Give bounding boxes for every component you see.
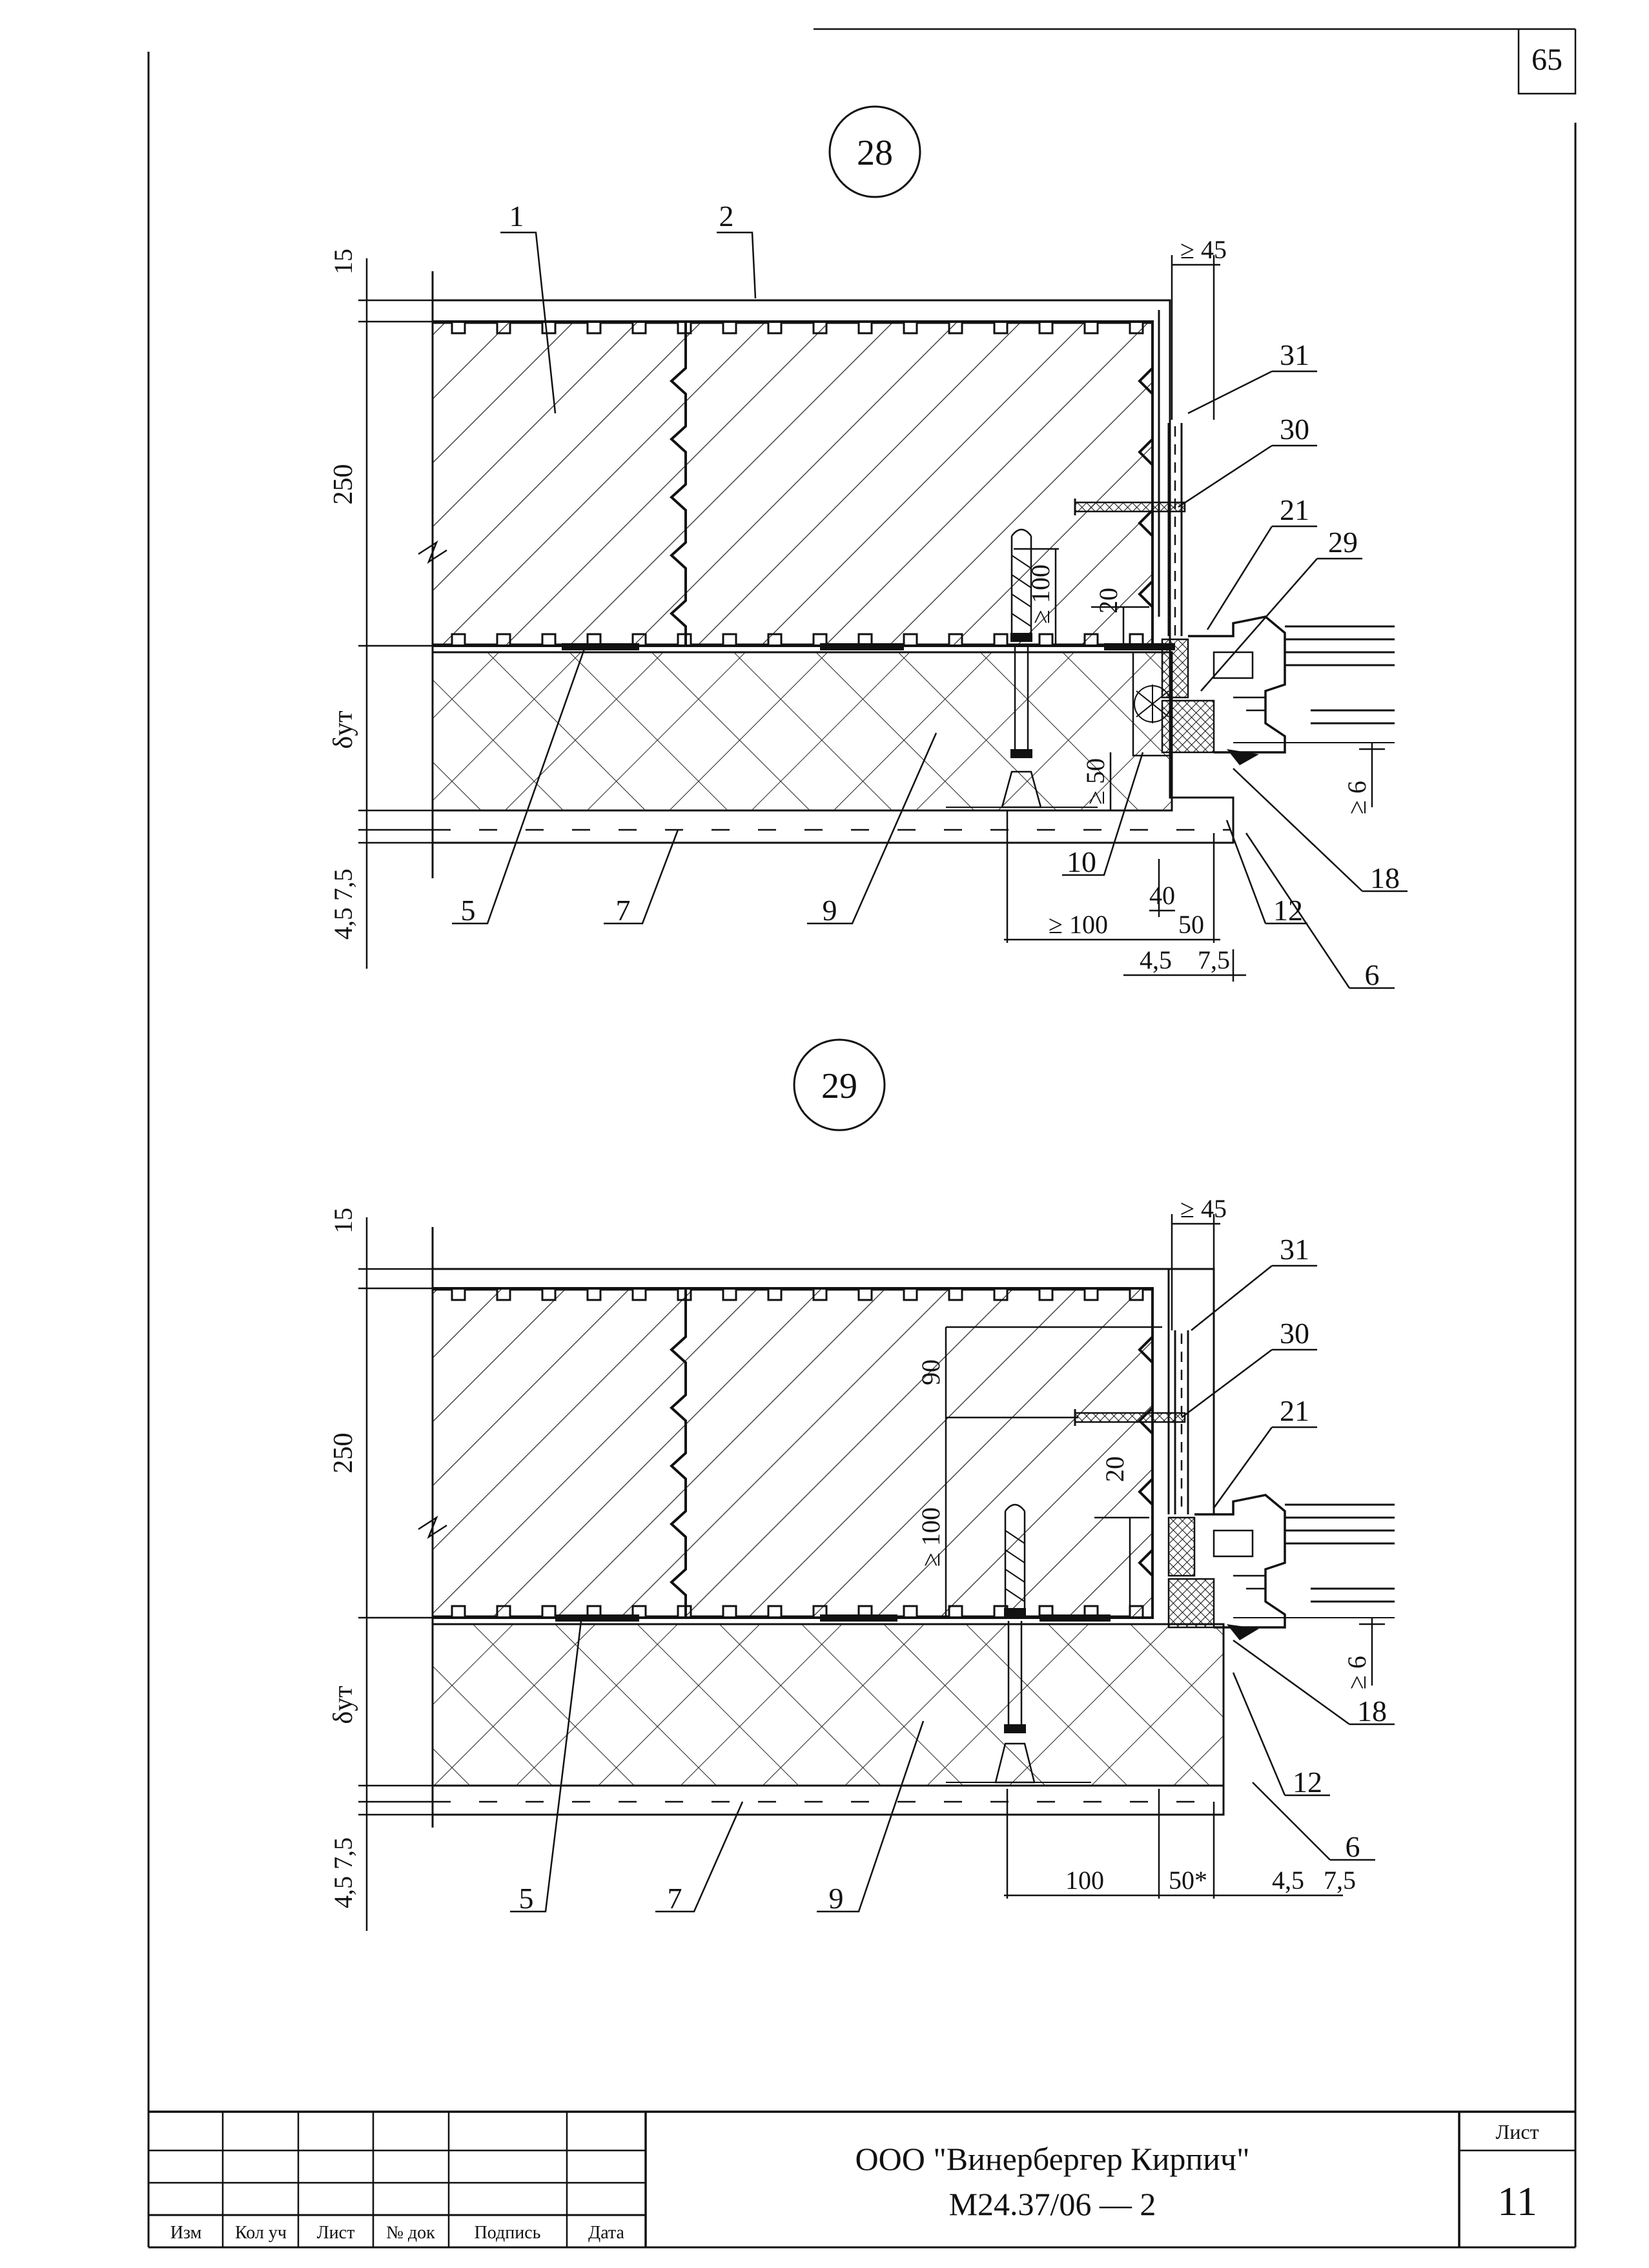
screw (1074, 499, 1186, 515)
dim-250: 250 (329, 1433, 358, 1474)
header-izm: Изм (170, 2223, 202, 2243)
dim-ge100-h: ≥ 100 (1049, 910, 1108, 939)
sheet-number: 11 (1497, 2178, 1537, 2224)
callout-21: 21 (1280, 1394, 1309, 1427)
detail-28-marker (828, 105, 921, 198)
dim-ge45: ≥ 45 (1180, 1194, 1227, 1223)
callout-7: 7 (668, 1882, 682, 1915)
dim-7-5: 7,5 (1198, 945, 1230, 974)
dim-40: 40 (1149, 881, 1175, 910)
dim-ge6: ≥ 6 (1342, 1656, 1371, 1689)
dim-45-75: 4,5 7,5 (329, 1837, 358, 1908)
detail-28: 28 (329, 105, 1408, 991)
callout-9: 9 (823, 894, 837, 927)
dim-50-star: 50* (1169, 1866, 1207, 1895)
dim-d-ut: δут (329, 1686, 358, 1724)
header-podpis: Подпись (475, 2223, 541, 2243)
insulation-layer (431, 1623, 1225, 1787)
detail-28-dims (358, 255, 1385, 982)
dim-ge45: ≥ 45 (1180, 235, 1227, 264)
callout-30: 30 (1280, 1317, 1309, 1350)
callout-31: 31 (1280, 338, 1309, 371)
dim-50: 50 (1178, 910, 1204, 939)
callout-6: 6 (1365, 958, 1380, 991)
adhesive-strips (562, 643, 1175, 650)
dim-7-5: 7,5 (1324, 1866, 1356, 1895)
detail-29-number: 29 (821, 1066, 857, 1106)
dim-15: 15 (329, 249, 358, 274)
header-list: Лист (317, 2223, 355, 2243)
callout-5: 5 (461, 894, 476, 927)
anchor-dowel (946, 1503, 1091, 1784)
header-n-dok: № док (386, 2223, 435, 2243)
callout-29: 29 (1328, 526, 1358, 559)
detail-29-marker (793, 1038, 886, 1131)
page-number: 65 (1531, 43, 1562, 77)
company-name: ООО "Винербергер Кирпич" (855, 2141, 1250, 2177)
anchor-dowel (946, 528, 1098, 809)
dim-4-5: 4,5 (1272, 1866, 1304, 1895)
callout-6: 6 (1346, 1830, 1360, 1863)
dim-20: 20 (1094, 588, 1123, 613)
header-kol-uch: Кол уч (235, 2223, 287, 2243)
callout-18: 18 (1370, 861, 1400, 894)
window-frame (1161, 423, 1395, 765)
dim-90: 90 (916, 1359, 945, 1385)
dim-15: 15 (329, 1208, 358, 1233)
title-block: Изм Кол уч Лист № док Подпись Дата ООО "… (149, 2110, 1575, 2247)
screw (1074, 1409, 1186, 1426)
header-data: Дата (588, 2223, 624, 2243)
document-code: М24.37/06 — 2 (949, 2186, 1156, 2222)
dim-250: 250 (329, 464, 358, 505)
dim-ge6: ≥ 6 (1342, 781, 1371, 814)
callout-9: 9 (829, 1882, 844, 1915)
dim-20: 20 (1100, 1456, 1129, 1482)
callout-12: 12 (1273, 894, 1303, 927)
dim-ge100: ≥ 100 (916, 1507, 945, 1567)
dim-100: 100 (1065, 1866, 1104, 1895)
callout-12: 12 (1293, 1766, 1322, 1799)
masonry-wall (418, 1227, 1154, 1828)
detail-29: 29 (329, 1038, 1395, 1931)
adhesive-strips (555, 1614, 1111, 1622)
detail-28-leaders (452, 231, 1408, 989)
sheet-label: Лист (1495, 2120, 1539, 2143)
callout-10: 10 (1067, 845, 1096, 878)
dim-ge50: ≥ 50 (1081, 758, 1110, 805)
dim-45-75: 4,5 7,5 (329, 869, 358, 940)
window-frame (1167, 1330, 1395, 1640)
callout-21: 21 (1280, 493, 1309, 526)
masonry-wall (418, 271, 1154, 878)
callout-1: 1 (509, 200, 524, 232)
callout-31: 31 (1280, 1233, 1309, 1266)
callout-7: 7 (616, 894, 631, 927)
callout-5: 5 (519, 1882, 534, 1915)
detail-29-leaders (510, 1264, 1395, 1913)
callout-18: 18 (1357, 1695, 1387, 1727)
dim-ge100-v: ≥ 100 (1026, 564, 1055, 624)
dim-4-5: 4,5 (1140, 945, 1172, 974)
callout-2: 2 (719, 200, 734, 232)
detail-28-number: 28 (857, 133, 893, 173)
sheet-frame (147, 28, 1577, 2249)
insulation-layer (431, 651, 1173, 812)
detail-29-dims (358, 1214, 1385, 1931)
dim-d-ut: δут (329, 710, 358, 748)
callout-30: 30 (1280, 413, 1309, 446)
